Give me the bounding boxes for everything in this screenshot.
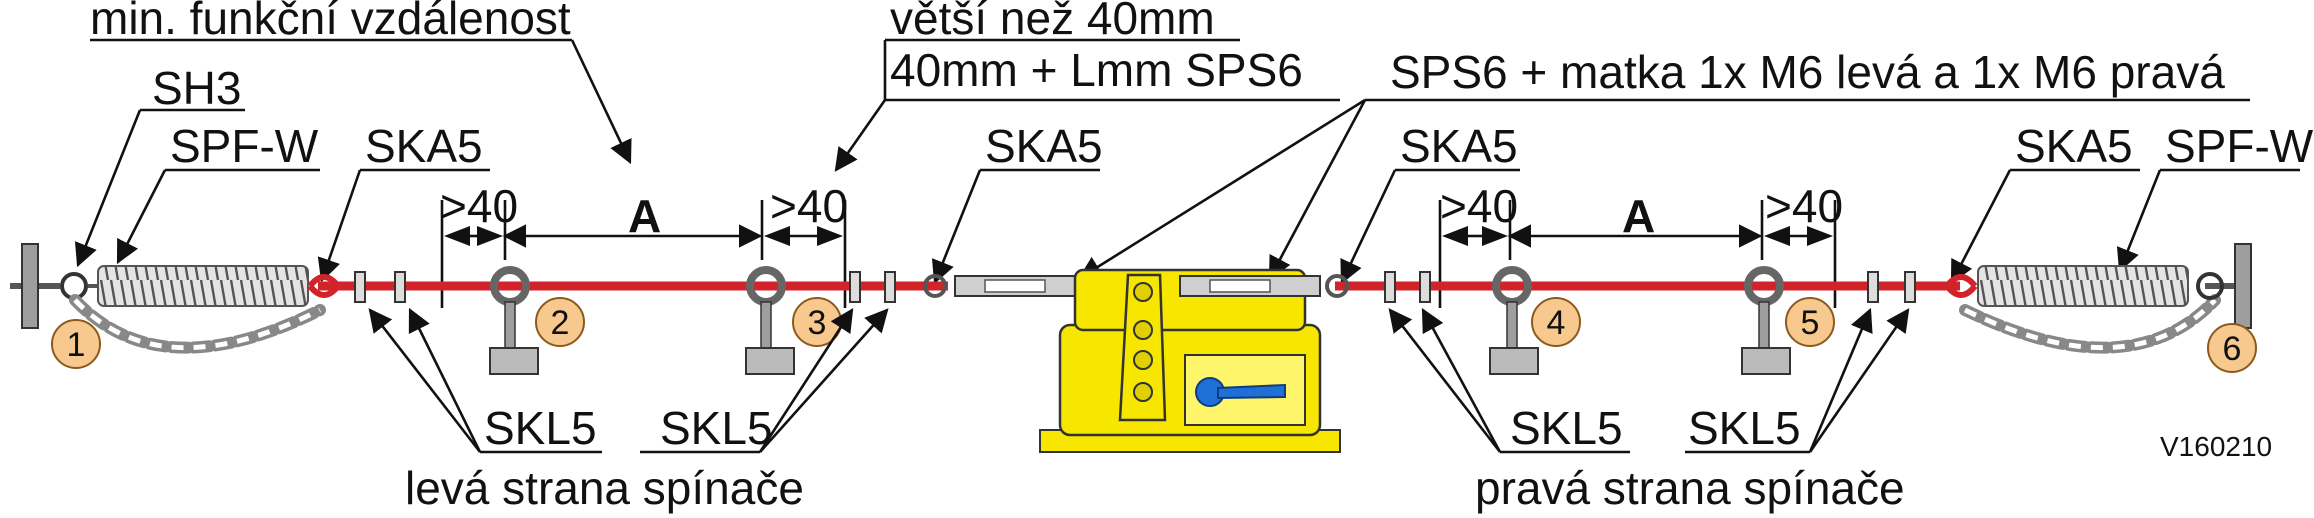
position-marker-6: 6 [2207, 323, 2257, 373]
ska5-shackle-icon [1325, 274, 1349, 298]
header-leaders [90, 38, 2250, 281]
ska5-label-4: SKA5 [2015, 120, 2133, 172]
position-marker-4: 4 [1531, 297, 1581, 347]
turnbuckle-icon [1179, 275, 1321, 297]
eyebolt-icon [1741, 266, 1791, 375]
lmm-label: 40mm + Lmm SPS6 [890, 44, 1303, 96]
rope-clamp-icon [354, 271, 406, 303]
ska5-label-3: SKA5 [1400, 120, 1518, 172]
eyebolt-icon [745, 266, 795, 375]
bottom-leaders [368, 307, 1910, 454]
greater-40-label: větší než 40mm [890, 0, 1215, 44]
dimension-right [1438, 200, 1837, 308]
svg-text:5: 5 [1801, 304, 1820, 342]
svg-text:3: 3 [808, 304, 827, 342]
dim-gt40-3: >40 [1440, 180, 1518, 232]
ska5-label-2: SKA5 [985, 120, 1103, 172]
eyebolt-icon [489, 266, 539, 375]
drawing-code: V160210 [2160, 431, 2272, 462]
dim-gt40-1: >40 [440, 180, 518, 232]
spring-icon [88, 265, 309, 307]
dim-gt40-4: >40 [1765, 180, 1843, 232]
turnbuckle-icon [954, 275, 1081, 297]
chain-icon [1959, 294, 2221, 354]
svg-text:6: 6 [2223, 330, 2242, 368]
dim-a-2: A [1622, 190, 1655, 242]
svg-text:4: 4 [1547, 304, 1566, 342]
rope-clamp-icon [1384, 271, 1431, 303]
svg-text:2: 2 [551, 304, 570, 342]
chain-icon [69, 294, 326, 354]
switch-icon [1039, 268, 1341, 453]
ska5-label-1: SKA5 [365, 120, 483, 172]
skl5-label-2: SKL5 [660, 402, 773, 454]
position-marker-2: 2 [535, 297, 585, 347]
position-marker-5: 5 [1785, 297, 1835, 347]
rope-clamp-icon [849, 271, 896, 303]
spring-icon [1977, 265, 2189, 307]
rope-clamp-icon [1867, 271, 1916, 303]
left-labels [74, 108, 490, 283]
thimble-icon [307, 274, 342, 298]
spfw-right-label: SPF-W [2165, 120, 2314, 172]
sh3-label: SH3 [152, 62, 241, 114]
pull-lever-icon [1195, 377, 1286, 407]
thimble-icon [1943, 274, 1978, 298]
skl5-label-4: SKL5 [1688, 402, 1801, 454]
svg-text:1: 1 [67, 326, 86, 364]
ska5-shackle-icon [923, 274, 947, 298]
left-side-caption: levá strana spínače [405, 462, 804, 514]
spfw-left-label: SPF-W [170, 120, 319, 172]
min-distance-label: min. funkční vzdálenost [90, 0, 571, 44]
skl5-label-3: SKL5 [1510, 402, 1623, 454]
dim-a-1: A [628, 190, 661, 242]
position-marker-1: 1 [51, 319, 101, 369]
sps6-label: SPS6 + matka 1x M6 levá a 1x M6 pravá [1390, 46, 2225, 98]
eyebolt-icon [1489, 266, 1539, 375]
skl5-label-1: SKL5 [484, 402, 597, 454]
position-marker-3: 3 [792, 297, 842, 347]
right-side-caption: pravá strana spínače [1475, 462, 1905, 514]
dim-gt40-2: >40 [770, 180, 848, 232]
